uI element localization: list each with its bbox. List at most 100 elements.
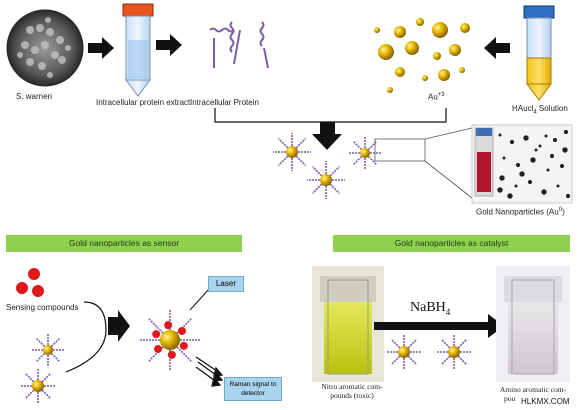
protein-arm [353,155,363,165]
sensor-arrow [108,310,130,342]
protein-arm [41,372,52,383]
nanoparticles-label: Gold Nanoparticles (Au0) [476,207,565,217]
protein-arm [311,165,323,177]
haucl4-prefix: HAucl [512,104,534,113]
nitro-caption-line1: Nitro aromatic com- [321,382,383,391]
tem-particle [544,134,548,138]
tem-particle [497,187,503,193]
tem-particle [546,168,550,172]
capped-nanoparticle [349,137,381,169]
merge-bracket [214,108,447,123]
protein-arm [440,355,451,366]
protein-arm [329,165,341,177]
watermark: HLKMX.COM [520,397,571,406]
np-label-end: ) [562,207,565,217]
arrow-to-extract [88,37,114,59]
laser-beam [189,287,211,311]
nitro-caption-line2: pounds (toxic) [330,391,374,400]
tem-particle [527,179,533,185]
protein-squiggles [209,21,269,69]
tem-particle [541,189,547,195]
gold-core [160,330,180,350]
protein-arm [24,372,35,383]
nitro-caption: Nitro aromatic com- pounds (toxic) [316,382,388,400]
arrow-from-solution [484,37,510,59]
gold-core [448,346,460,358]
sensor-nanoparticle-bound [140,310,200,370]
bound-sensing-compound [164,321,173,330]
sensing-compounds-label: Sensing compounds [6,303,79,312]
protein-arm [176,346,192,362]
bound-sensing-compound [177,326,186,335]
extract-label: Intracellular protein extract [96,98,191,107]
protein-arm [36,352,46,362]
gold-nanoparticles-photo [471,124,573,204]
amino-caption-line2: pou [504,394,516,403]
down-arrow-to-nanoparticles [312,122,342,150]
tem-particle [549,153,555,159]
protein-arm [50,338,60,348]
np-label-sup: 0 [558,207,563,213]
protein-arm [457,355,468,366]
catalyst-nanoparticle-2 [436,334,472,370]
gold-core [320,174,332,186]
protein-arm [295,137,307,149]
sensor-nanoparticle-small-2 [20,368,56,404]
reaction-arrow [374,314,504,338]
amino-caption-line1: Amino aromatic com- [499,385,567,394]
haucl4-label: HAucl4 Solution [512,104,568,116]
protein-arm [24,389,35,400]
catalyst-banner: Gold nanoparticles as catalyst [333,235,570,252]
capped-nanoparticles-group [273,133,381,199]
protein-arm [148,318,164,334]
raman-signal-arrows [195,356,224,387]
gold-core [32,380,44,392]
tem-particle [538,144,542,148]
protein-arm [311,183,323,195]
gold-ions-cluster [374,18,470,93]
bound-sensing-compound [154,345,163,354]
cuvette-amino [496,266,570,382]
protein-arm [41,389,52,400]
raman-label-line2: detector [241,390,265,397]
protein-arm [277,137,289,149]
haucl4-suffix: Solution [536,104,568,113]
tem-particle [502,156,506,160]
tem-particle [530,157,536,163]
haucl4-tube [523,5,555,101]
protein-arm [390,338,401,349]
bound-sensing-compound [167,350,176,359]
gold-ion-label: Au+3 [428,92,445,102]
gold-core [286,146,298,158]
cuvette-nitro [312,266,384,382]
reagent-label: NaBH4 [410,300,450,317]
protein-arm [50,352,60,362]
tem-particle [515,162,521,168]
protein-arm [367,155,377,165]
tem-particle [507,193,513,199]
protein-arm [353,141,363,151]
catalyst-nanoparticle-1 [386,334,422,370]
raman-label-line1: Raman signal to [229,381,277,388]
sem-bacteria-image [6,9,84,87]
protein-arm [277,155,289,167]
tem-particle [523,135,529,141]
reagent-main: NaBH [410,300,446,315]
tem-particle [559,163,565,169]
zoom-box [374,127,473,199]
tem-particle [498,133,502,137]
laser-label: Laser [208,276,244,292]
reagent-sub: 4 [445,306,451,317]
haucl4-sub: 4 [533,109,537,116]
capped-nanoparticle [273,133,311,171]
tem-particle [534,148,538,152]
bound-sensing-compound [152,330,161,339]
bound-sensing-compound [179,341,188,350]
tem-particle [552,137,558,143]
protein-arm [407,338,418,349]
gold-core [360,148,370,158]
sensing-compound-dots [16,268,44,297]
tem-particle [509,139,515,145]
tem-particle [563,129,569,135]
